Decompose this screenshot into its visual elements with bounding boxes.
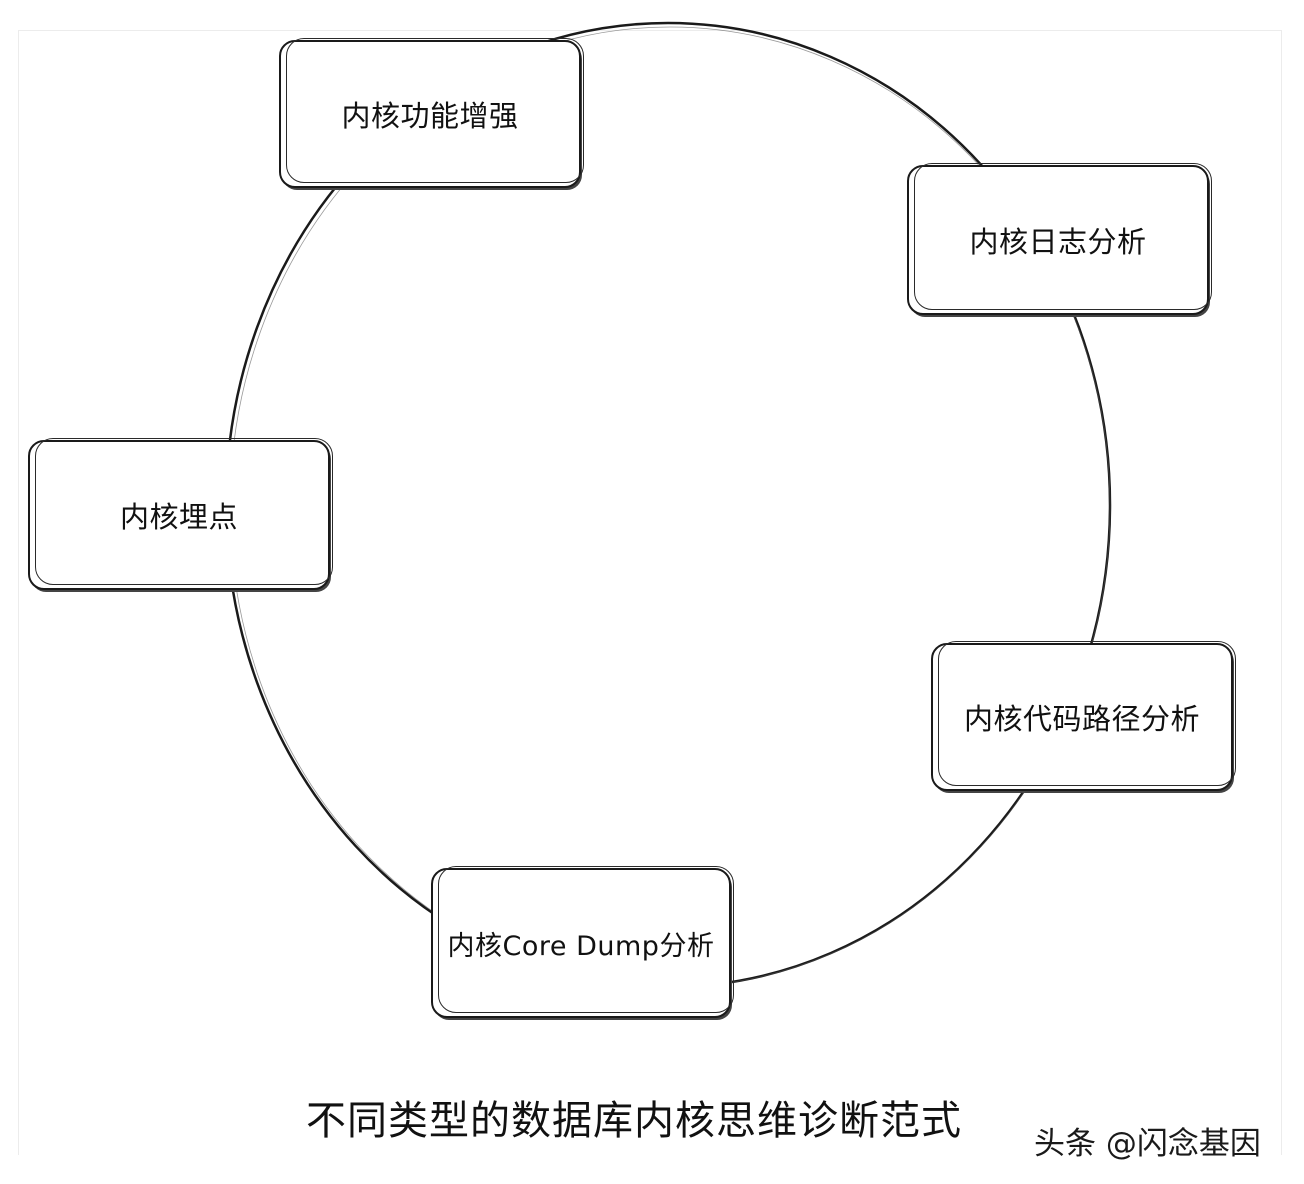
node-kernel-log-analysis: 内核日志分析	[907, 163, 1212, 315]
node-label: 内核代码路径分析	[963, 702, 1200, 736]
source-watermark: 头条 @闪念基因	[1034, 1126, 1261, 1162]
diagram-frame	[18, 30, 1282, 1155]
node-label: 内核功能增强	[341, 99, 519, 133]
node-label: 内核埋点	[119, 500, 238, 534]
node-label: 内核日志分析	[969, 225, 1147, 259]
node-kernel-core-dump-analysis: 内核Core Dump分析	[431, 866, 734, 1018]
diagram-caption: 不同类型的数据库内核思维诊断范式	[306, 1098, 962, 1144]
node-label: 内核Core Dump分析	[447, 930, 715, 962]
node-kernel-code-path-analysis: 内核代码路径分析	[931, 641, 1236, 791]
node-kernel-feature-enhancement: 内核功能增强	[279, 38, 584, 188]
node-kernel-instrumentation: 内核埋点	[28, 438, 333, 590]
